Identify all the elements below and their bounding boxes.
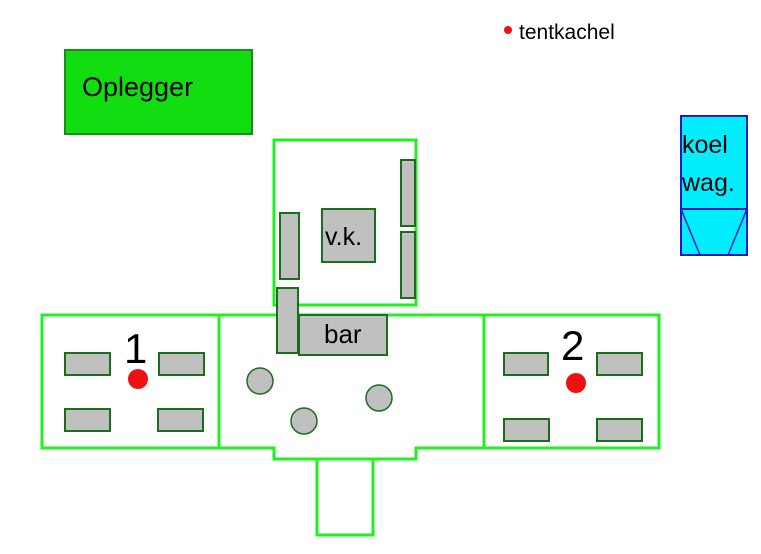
tent-left-table: [64, 408, 111, 432]
legend-heater-label: tentkachel: [519, 21, 615, 44]
tent-left-table: [157, 408, 204, 432]
round-table: [246, 367, 274, 395]
tent-left-table: [64, 352, 111, 376]
round-table: [290, 407, 318, 435]
oplegger: Oplegger: [64, 49, 253, 135]
tent-right-number: 2: [561, 322, 584, 369]
vk-label: v.k.: [325, 223, 362, 251]
bar-label: bar: [324, 319, 362, 349]
tent-right-heater-icon: [566, 373, 586, 393]
legend-heater-marker-icon: [504, 26, 512, 34]
upper-room-table: [400, 231, 416, 299]
vk-counter: [321, 208, 376, 263]
central-hall-tables: [246, 367, 393, 435]
koelwagen-box: [680, 115, 748, 256]
upper-room-table: [400, 159, 416, 227]
tent-right: 2: [503, 322, 643, 442]
bar-side-counter: [276, 287, 299, 354]
entrance-corridor-outline: [315, 457, 375, 537]
tent-right-table: [503, 418, 550, 442]
koelwagen-hitch-right: [727, 208, 748, 256]
upper-room-table: [279, 212, 300, 280]
tent-left: 1: [64, 325, 205, 432]
tent-left-table: [158, 352, 205, 376]
koelwagen: koel wag.: [680, 115, 748, 256]
koelwagen-label-line1: koel: [682, 131, 728, 159]
bar-area: bar: [276, 287, 388, 356]
oplegger-label: Oplegger: [82, 72, 193, 102]
tent-left-number: 1: [124, 325, 147, 372]
tent-right-table: [596, 352, 643, 376]
koelwagen-hitch-left: [680, 208, 701, 256]
legend: tentkachel: [504, 21, 615, 44]
round-table: [365, 384, 393, 412]
koelwagen-label-line2: wag.: [681, 169, 735, 197]
bar-counter: [298, 314, 388, 356]
tent-left-heater-icon: [128, 369, 148, 389]
upper-room: v.k.: [279, 159, 416, 299]
tent-right-table: [503, 352, 549, 376]
oplegger-box: [64, 49, 253, 135]
tent-right-table: [596, 418, 643, 442]
